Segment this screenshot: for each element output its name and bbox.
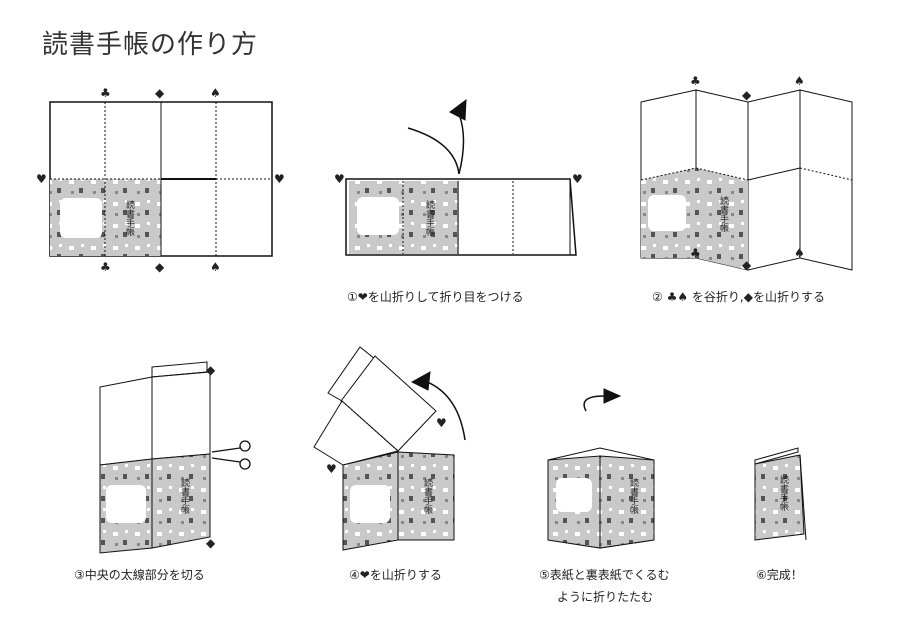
cover-label: 読書手帳 — [179, 478, 189, 514]
diamond-icon: ◆ — [206, 363, 216, 377]
sheet-fold-halves — [313, 346, 466, 551]
cover-label: 読書手帳 — [778, 475, 788, 511]
cover-label: 読書手帳 — [422, 478, 432, 514]
page-title: 読書手帳の作り方 — [42, 30, 259, 60]
cover-label: 読書手帳 — [628, 478, 638, 514]
booklet-finished — [754, 447, 807, 541]
sheet-flat — [49, 101, 273, 257]
sheet-wrap — [547, 388, 655, 549]
spade-icon: ♠ — [794, 74, 805, 88]
diamond-icon: ◆ — [742, 88, 752, 102]
diamond-icon: ◆ — [155, 260, 165, 274]
sheet-cut — [99, 361, 251, 554]
step-6-caption: ⑥完成！ — [756, 568, 803, 582]
step-5-caption: ⑤表紙と裏表紙でくるむ — [539, 568, 670, 582]
cover-label: 読書手帳 — [718, 196, 728, 232]
spade-icon: ♠ — [210, 86, 221, 100]
heart-icon: ♥ — [36, 172, 47, 186]
heart-icon: ♥ — [274, 172, 285, 186]
sheet-folded-strip — [345, 98, 577, 256]
diamond-icon: ◆ — [742, 258, 752, 272]
sheet-zigzag — [640, 89, 853, 271]
step-4-caption: ④❤を山折りする — [349, 568, 442, 582]
step-5-caption-line2: ように折りたたむ — [557, 590, 654, 604]
heart-icon: ♥ — [572, 172, 583, 186]
cover-label: 読書手帳 — [424, 200, 434, 236]
spade-icon: ♠ — [794, 246, 805, 260]
scissors-icon — [211, 440, 251, 470]
heart-icon: ♥ — [436, 416, 447, 430]
diamond-icon: ◆ — [155, 86, 165, 100]
heart-icon: ♥ — [326, 462, 337, 476]
club-icon: ♣ — [690, 74, 701, 88]
spade-icon: ♠ — [210, 260, 221, 274]
cover-label: 読書手帳 — [124, 200, 134, 236]
step-2-caption: ② ♣♠ を谷折り,◆を山折りする — [652, 290, 825, 304]
heart-icon: ♥ — [334, 172, 345, 186]
step-1-caption: ①❤を山折りして折り目をつける — [347, 290, 524, 304]
step-3-caption: ③中央の太線部分を切る — [74, 568, 205, 582]
club-icon: ♣ — [100, 86, 111, 100]
club-icon: ♣ — [690, 246, 701, 260]
diamond-icon: ◆ — [206, 536, 216, 550]
club-icon: ♣ — [100, 260, 111, 274]
